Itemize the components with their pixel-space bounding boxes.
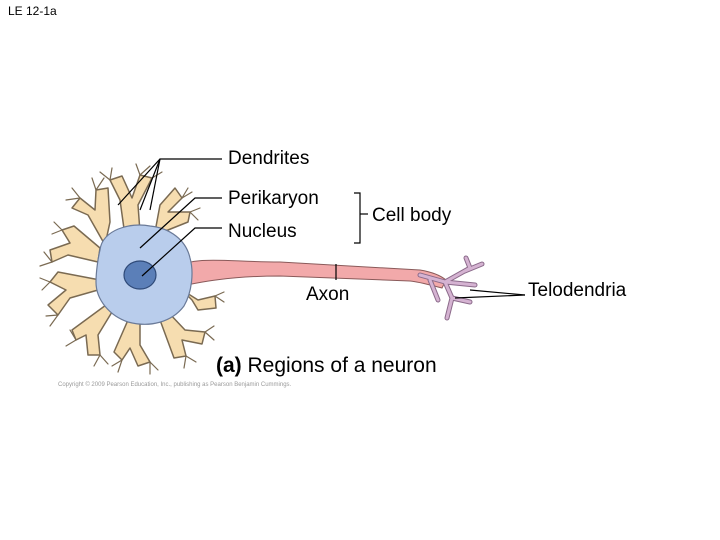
axon [171, 259, 447, 289]
label-nucleus: Nucleus [228, 221, 297, 242]
dendrites [47, 174, 217, 367]
label-cell-body: Cell body [372, 205, 452, 226]
figure-caption: (a) Regions of a neuron [216, 354, 437, 378]
caption-tag: (a) [216, 354, 242, 377]
caption-text: Regions of a neuron [241, 354, 437, 377]
label-telodendria: Telodendria [528, 280, 627, 301]
leader-lines [117, 158, 526, 299]
slide-id: LE 12-1a [8, 4, 57, 18]
nucleus [123, 260, 157, 290]
copyright-notice: Copyright © 2009 Pearson Education, Inc.… [58, 382, 292, 388]
label-dendrites: Dendrites [228, 148, 310, 169]
label-perikaryon: Perikaryon [228, 188, 319, 209]
label-axon: Axon [306, 284, 350, 305]
